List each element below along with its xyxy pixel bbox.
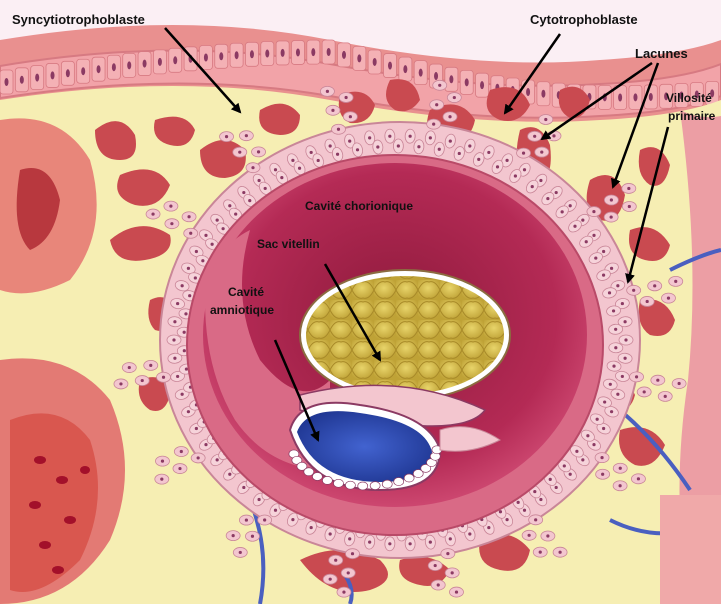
- label-villosite-line2: primaire: [668, 109, 716, 123]
- label-cavite-amniotique-line1: Cavité: [228, 285, 264, 299]
- right-block: [660, 495, 721, 604]
- yolk-sac: [306, 276, 504, 394]
- label-syncytiotrophoblaste: Syncytiotrophoblaste: [12, 12, 145, 27]
- label-cytotrophoblaste: Cytotrophoblaste: [530, 12, 638, 27]
- label-cavite-amniotique-line2: amniotique: [210, 303, 274, 317]
- label-sac-vitellin: Sac vitellin: [257, 237, 320, 251]
- label-lacunes: Lacunes: [635, 46, 688, 61]
- label-villosite-line1: Villosité: [666, 91, 712, 105]
- label-cavite-chorionique: Cavité chorionique: [305, 199, 413, 213]
